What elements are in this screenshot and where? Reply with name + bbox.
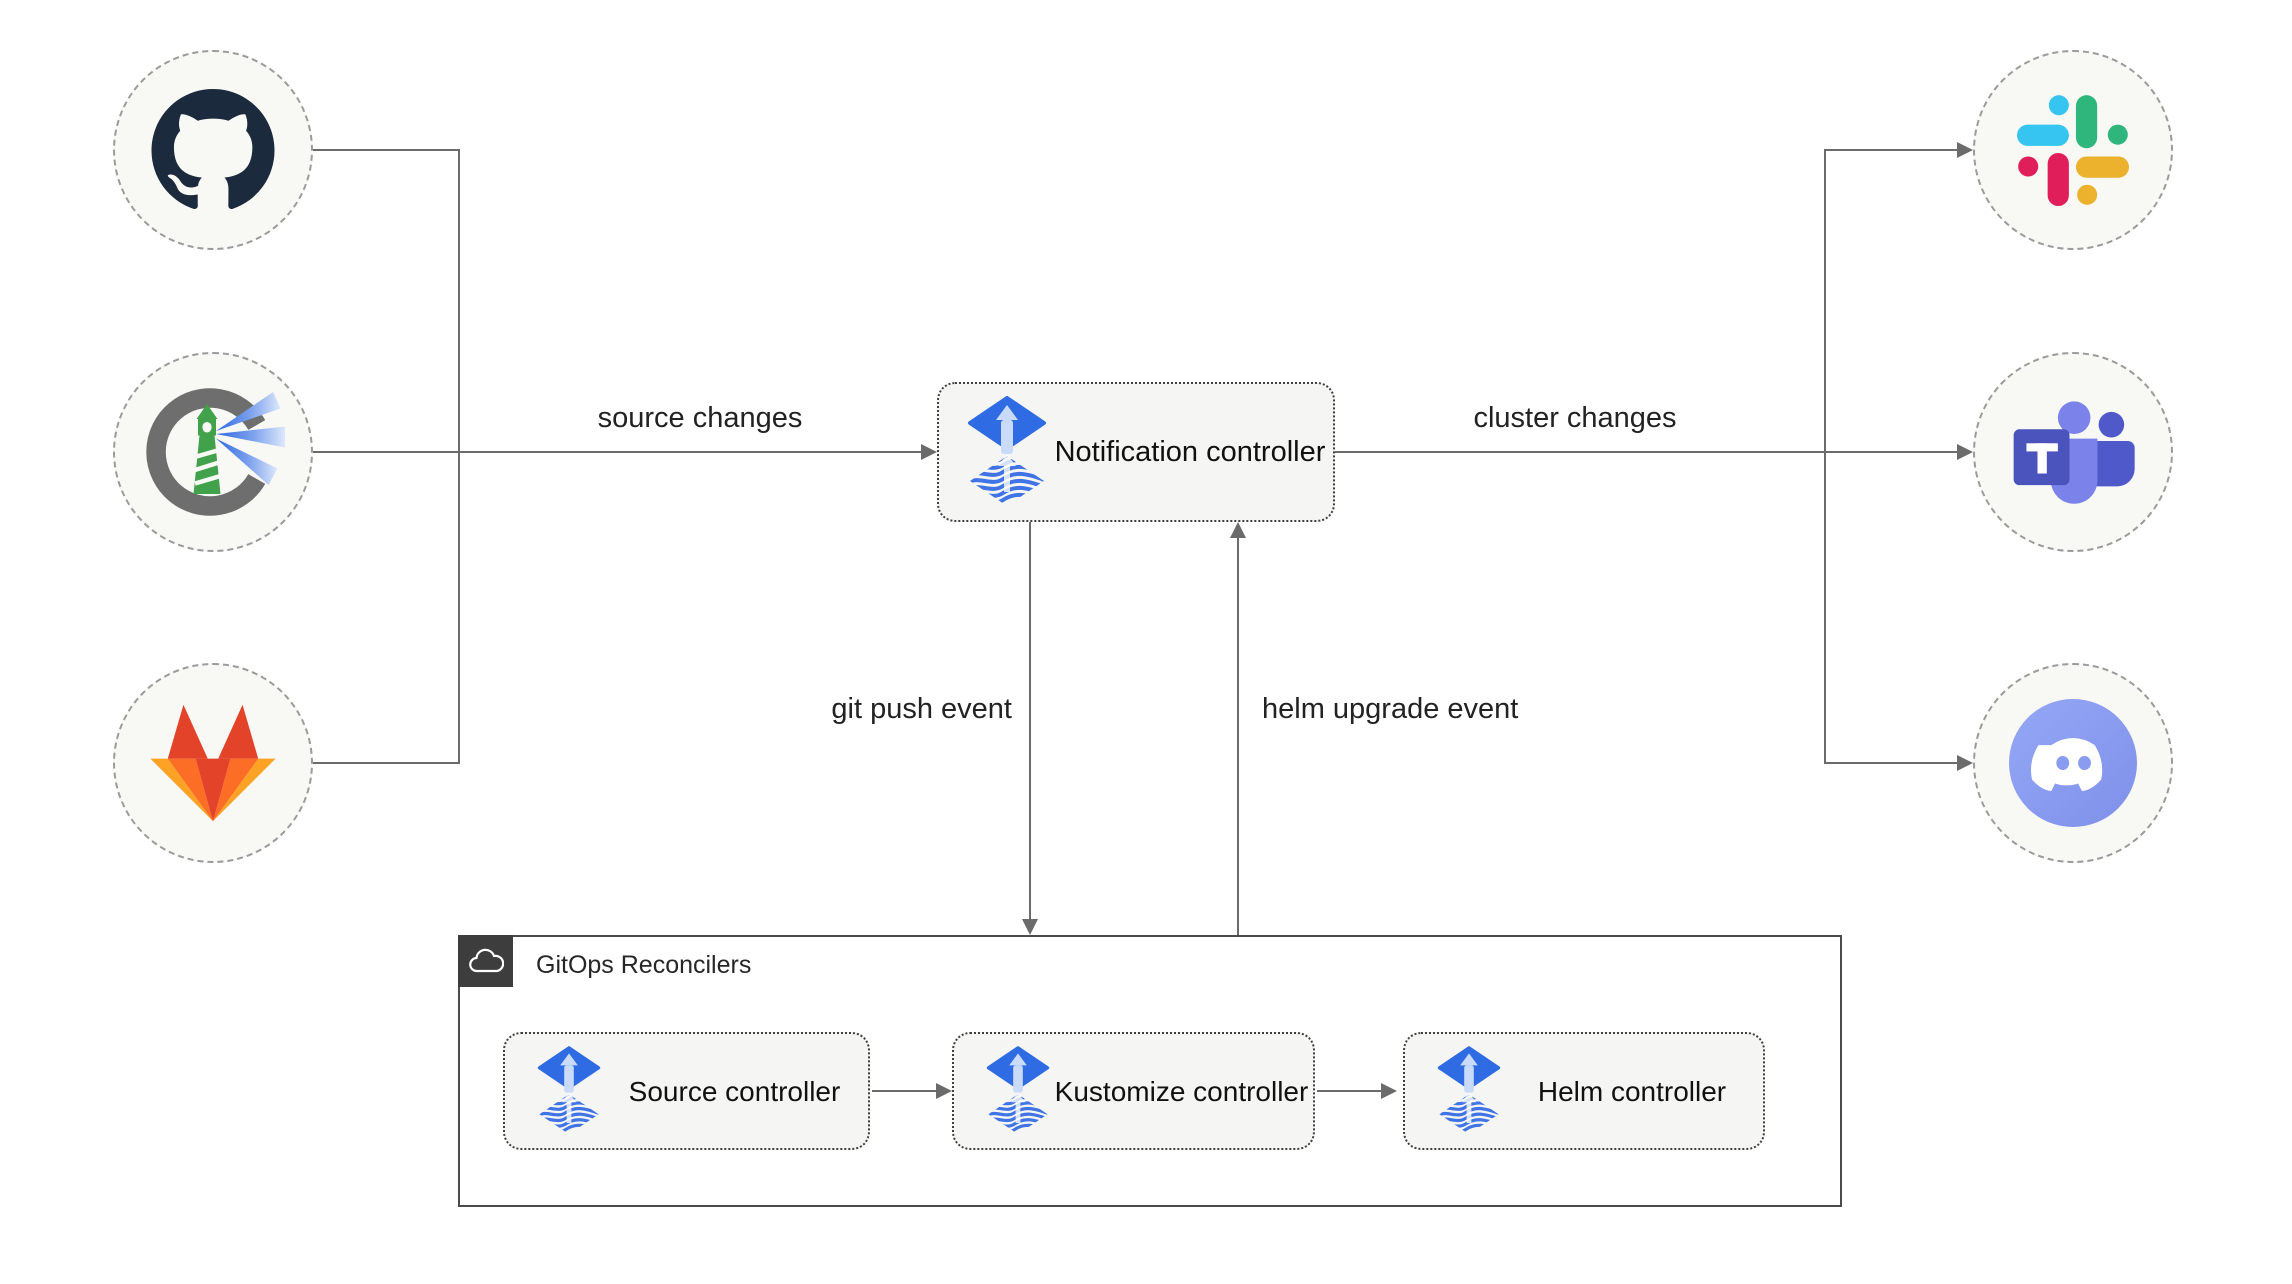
group-title: GitOps Reconcilers [536,951,752,979]
gitlab-icon [150,704,276,822]
arrowhead-kustomize [936,1083,952,1099]
flux-icon [537,1046,601,1135]
connector-helm-upgrade [1237,538,1239,935]
connector-cluster-changes [1335,451,1957,453]
arrowhead-discord [1957,755,1973,771]
connector-to-slack [1825,149,1957,151]
arrowhead-helm [1381,1083,1397,1099]
github-icon [151,88,275,209]
group-badge [458,935,513,987]
arrowhead-into-notification [921,444,937,460]
edge-label-cluster-changes: cluster changes [1473,402,1677,434]
edge-label-git-push-event: git push event [831,693,1012,725]
notification-controller-label: Notification controller [1054,435,1326,468]
node-discord [1973,663,2173,863]
arrowhead-teams [1957,444,1973,460]
connector-to-discord [1825,762,1957,764]
harbor-icon [146,388,285,516]
node-harbor [113,352,313,552]
node-teams [1973,352,2173,552]
source-controller-box: Source controller [503,1032,870,1150]
flux-icon [1437,1046,1501,1135]
helm-controller-box: Helm controller [1403,1032,1765,1150]
kustomize-controller-label: Kustomize controller [1054,1075,1309,1107]
kustomize-controller-box: Kustomize controller [952,1032,1315,1150]
cloud-icon [468,948,504,972]
flux-icon [968,396,1046,506]
slack-icon [2017,95,2129,206]
arrowhead-git-push [1022,919,1038,935]
connector-gitlab-bus [313,762,459,764]
notification-controller-box: Notification controller [937,382,1335,522]
node-slack [1973,50,2173,250]
connector-right-bus [1824,149,1826,764]
connector-source-changes [313,451,921,453]
arrowhead-slack [1957,142,1973,158]
connector-kustomize-helm [1317,1090,1383,1092]
connector-git-push [1029,522,1031,920]
arrowhead-helm-upgrade [1230,522,1246,538]
flux-icon [986,1046,1050,1135]
node-gitlab [113,663,313,863]
edge-label-helm-upgrade-event: helm upgrade event [1262,693,1519,725]
edge-label-source-changes: source changes [597,402,803,434]
helm-controller-label: Helm controller [1537,1075,1727,1107]
connector-github-bus [313,149,459,151]
teams-icon [2013,401,2135,504]
connector-source-kustomize [872,1090,938,1092]
connector-left-bus [458,149,460,764]
source-controller-label: Source controller [628,1075,841,1107]
node-github [113,50,313,250]
discord-icon [2009,699,2137,827]
